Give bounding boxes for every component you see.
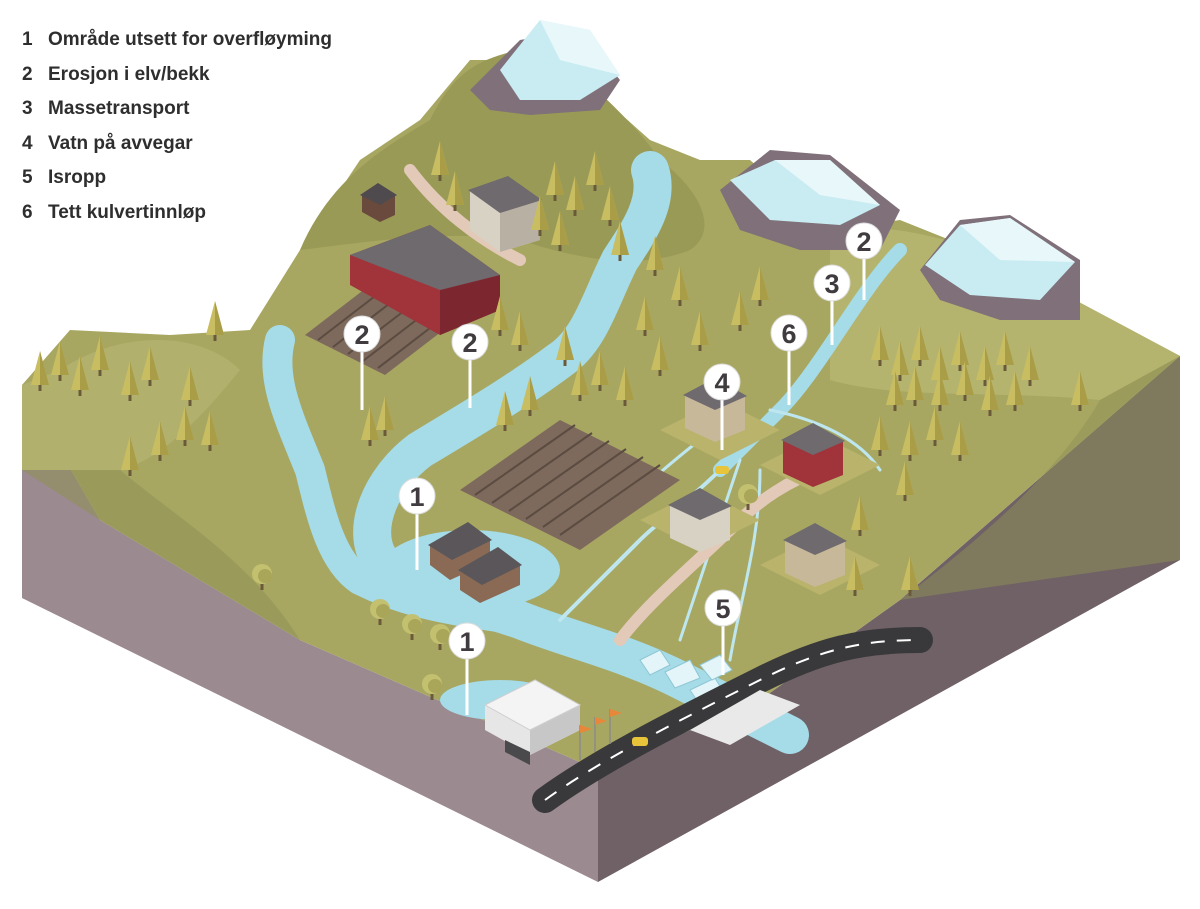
marker-number: 1 <box>459 627 474 657</box>
marker-number: 4 <box>714 368 729 398</box>
car-icon <box>632 466 729 746</box>
house-icon <box>360 183 397 222</box>
marker-number: 2 <box>462 328 477 358</box>
house-icon <box>660 378 780 460</box>
legend-item: 3 Massetransport <box>22 97 332 132</box>
marker-number: 2 <box>354 320 369 350</box>
legend-number: 1 <box>22 29 33 50</box>
legend-label: Tett kulvertinnløp <box>48 201 206 223</box>
legend: 1 Område utsett for overfløyming 2 Erosjon… <box>22 28 332 235</box>
bridge <box>690 690 800 745</box>
road <box>532 627 933 813</box>
legend-number: 6 <box>22 201 33 223</box>
house-icon <box>468 176 542 252</box>
legend-item: 6 Tett kulvertinnløp <box>22 201 332 236</box>
marker-number: 2 <box>856 227 871 257</box>
house-icon <box>428 522 522 603</box>
marker-river-erosion: 2 <box>845 222 883 300</box>
marker-flood-area: 1 <box>448 622 486 715</box>
marker-number: 1 <box>409 482 424 512</box>
marker-ice-jam: 5 <box>704 589 742 675</box>
house-icon <box>760 423 880 495</box>
legend-number: 3 <box>22 98 33 119</box>
marker-mass-transport: 3 <box>813 264 851 345</box>
marker-blocked-culvert: 6 <box>770 314 808 405</box>
legend-item: 5 Isropp <box>22 166 332 201</box>
marker-flood-area: 1 <box>398 477 436 570</box>
legend-label: Område utsett for overfløyming <box>48 29 332 50</box>
marker-river-erosion: 2 <box>343 315 381 410</box>
legend-label: Isropp <box>48 167 107 188</box>
flag-icon <box>579 709 622 760</box>
mountain-icon <box>470 20 620 115</box>
ploughed-field <box>460 420 680 550</box>
terrain-surface <box>22 50 1180 770</box>
marker-number: 5 <box>715 594 730 624</box>
marker-number: 6 <box>781 319 796 349</box>
legend-number: 2 <box>22 63 33 85</box>
marker-number: 3 <box>824 269 839 299</box>
legend-number: 4 <box>22 132 33 154</box>
legend-label: Massetransport <box>48 98 190 119</box>
legend-number: 5 <box>22 167 33 188</box>
legend-item: 2 Erosjon i elv/bekk <box>22 63 332 98</box>
mountain-icon <box>920 215 1080 320</box>
legend-label: Vatn på avvegar <box>48 132 193 154</box>
marker-river-erosion: 2 <box>451 323 489 408</box>
barn-icon <box>350 225 500 335</box>
house-icon <box>640 488 760 552</box>
marker-stray-water: 4 <box>703 363 741 450</box>
legend-item: 4 Vatn på avvegar <box>22 132 332 167</box>
legend-item: 1 Område utsett for overfløyming <box>22 28 332 63</box>
building-icon <box>483 679 582 765</box>
legend-label: Erosjon i elv/bekk <box>48 63 210 85</box>
